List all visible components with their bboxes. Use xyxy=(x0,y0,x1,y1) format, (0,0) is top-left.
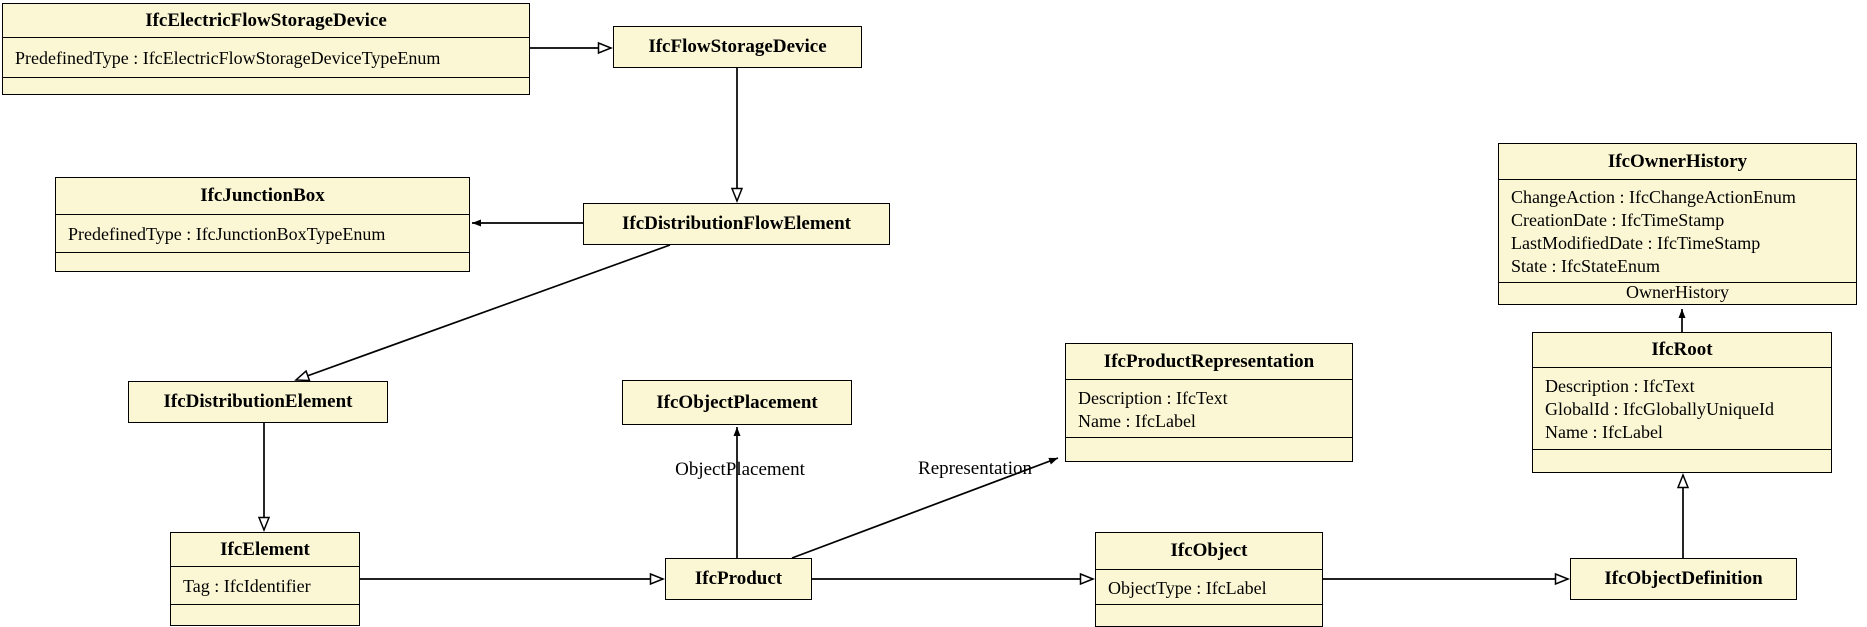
class-attribute: Name : IfcLabel xyxy=(1078,410,1196,431)
class-attributes: Description : IfcText Name : IfcLabel xyxy=(1066,379,1352,437)
class-box-ifcobjectdefinition[interactable]: IfcObjectDefinition xyxy=(1570,558,1797,600)
class-box-ifcproduct[interactable]: IfcProduct xyxy=(665,558,812,600)
class-attributes: PredefinedType : IfcJunctionBoxTypeEnum xyxy=(56,214,469,252)
class-title: IfcObject xyxy=(1170,540,1248,561)
class-box-ifcproductrepresentation[interactable]: IfcProductRepresentation Description : I… xyxy=(1065,343,1353,462)
edge-label-object-placement: ObjectPlacement xyxy=(675,459,805,480)
class-box-ifcelement[interactable]: IfcElement Tag : IfcIdentifier xyxy=(170,532,360,626)
class-title: IfcElectricFlowStorageDevice xyxy=(145,9,387,31)
class-title: IfcOwnerHistory xyxy=(1607,150,1748,172)
edge-label-owner-history: OwnerHistory xyxy=(1499,282,1856,304)
empty-compartment xyxy=(1533,449,1831,472)
class-attributes: ChangeAction : IfcChangeActionEnum Creat… xyxy=(1499,179,1856,282)
class-box-ifcownerhistory[interactable]: IfcOwnerHistory ChangeAction : IfcChange… xyxy=(1498,143,1857,305)
class-box-ifcroot[interactable]: IfcRoot Description : IfcText GlobalId :… xyxy=(1532,332,1832,473)
class-attribute: Description : IfcText xyxy=(1545,376,1695,396)
class-box-ifcobjectplacement[interactable]: IfcObjectPlacement xyxy=(622,380,852,425)
class-attribute: LastModifiedDate : IfcTimeStamp xyxy=(1511,233,1761,253)
empty-compartment xyxy=(3,77,529,94)
association-arrow-product-to-productrepresentation xyxy=(791,457,1059,559)
class-title: IfcRoot xyxy=(1651,339,1713,360)
class-box-ifcdistributionelement[interactable]: IfcDistributionElement xyxy=(128,381,388,423)
class-attribute: GlobalId : IfcGloballyUniqueId xyxy=(1545,399,1774,419)
class-attribute: Name : IfcLabel xyxy=(1545,422,1663,442)
class-attributes: Description : IfcText GlobalId : IfcGlob… xyxy=(1533,367,1831,449)
class-title: IfcProduct xyxy=(694,568,783,589)
class-attribute: CreationDate : IfcTimeStamp xyxy=(1511,210,1725,230)
class-box-ifcflowstoragedevice[interactable]: IfcFlowStorageDevice xyxy=(613,26,862,68)
class-title: IfcDistributionElement xyxy=(163,391,353,412)
class-attribute: PredefinedType : IfcElectricFlowStorageD… xyxy=(15,48,441,68)
class-attributes: ObjectType : IfcLabel xyxy=(1096,569,1322,604)
class-attributes: Tag : IfcIdentifier xyxy=(171,566,359,604)
class-attribute: ChangeAction : IfcChangeActionEnum xyxy=(1511,187,1796,207)
empty-compartment xyxy=(171,604,359,625)
class-title: IfcDistributionFlowElement xyxy=(621,213,852,234)
class-attribute: Description : IfcText xyxy=(1078,387,1228,408)
edge-label-representation: Representation xyxy=(918,458,1032,479)
class-box-ifcdistributionflowelement[interactable]: IfcDistributionFlowElement xyxy=(583,203,890,245)
class-title: IfcJunctionBox xyxy=(200,185,325,206)
inheritance-arrow-distributionflowelement-to-distributionelement xyxy=(296,244,671,380)
class-title: IfcObjectDefinition xyxy=(1604,568,1763,589)
class-box-ifcelectricflowstoragedevice[interactable]: IfcElectricFlowStorageDevice PredefinedT… xyxy=(2,3,530,95)
class-box-ifcobject[interactable]: IfcObject ObjectType : IfcLabel xyxy=(1095,532,1323,627)
empty-compartment xyxy=(1096,604,1322,626)
class-attribute: ObjectType : IfcLabel xyxy=(1108,577,1267,598)
empty-compartment xyxy=(56,252,469,271)
empty-compartment xyxy=(1066,437,1352,461)
class-attribute: PredefinedType : IfcJunctionBoxTypeEnum xyxy=(68,224,386,244)
class-title: IfcProductRepresentation xyxy=(1103,350,1315,372)
class-attribute: Tag : IfcIdentifier xyxy=(183,576,311,596)
class-attributes: PredefinedType : IfcElectricFlowStorageD… xyxy=(3,37,529,77)
class-title: IfcElement xyxy=(220,538,310,560)
class-title: IfcObjectPlacement xyxy=(656,391,818,413)
class-box-ifcjunctionbox[interactable]: IfcJunctionBox PredefinedType : IfcJunct… xyxy=(55,177,470,272)
class-title: IfcFlowStorageDevice xyxy=(648,36,827,57)
class-attribute: State : IfcStateEnum xyxy=(1511,256,1660,276)
